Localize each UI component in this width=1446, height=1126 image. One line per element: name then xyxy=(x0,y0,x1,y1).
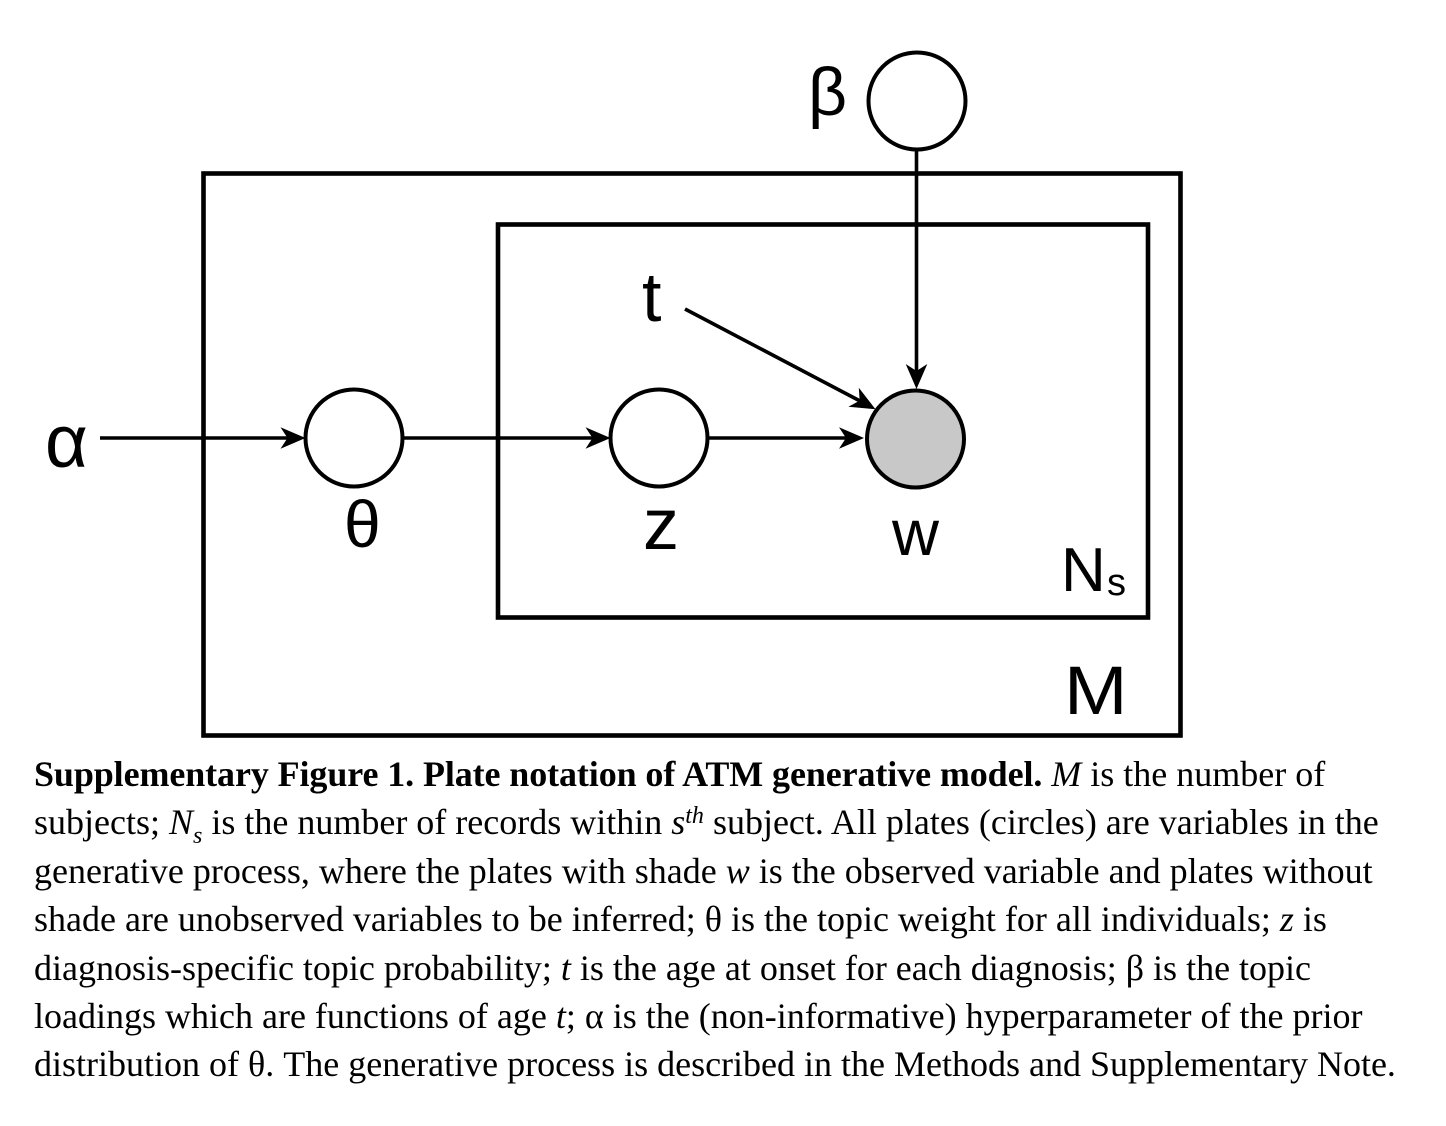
svg-text:w: w xyxy=(891,496,940,569)
svg-text:M: M xyxy=(1064,652,1128,729)
svg-text:t: t xyxy=(642,258,661,336)
svg-text:s: s xyxy=(1107,562,1126,604)
svg-text:β: β xyxy=(808,54,847,130)
svg-text:z: z xyxy=(643,485,679,565)
svg-text:N: N xyxy=(1061,536,1106,605)
svg-text:α: α xyxy=(45,400,88,483)
svg-text:θ: θ xyxy=(344,487,381,561)
